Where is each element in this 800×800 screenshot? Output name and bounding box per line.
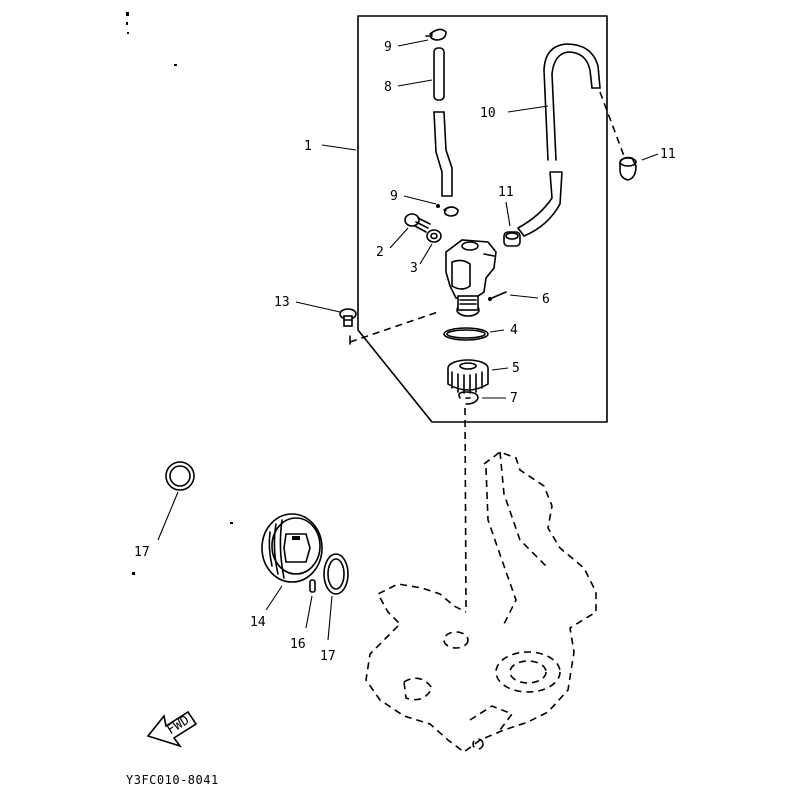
callout-16: 16 — [290, 637, 306, 652]
callout-11-right: 11 — [660, 147, 676, 162]
fuel-hose-short — [433, 47, 453, 197]
o-ring — [443, 327, 489, 341]
callout-8: 8 — [384, 80, 392, 95]
drive-pulley — [261, 513, 323, 583]
callout-17-left: 17 — [134, 545, 150, 560]
key-pin — [309, 579, 316, 593]
crankcase-cover — [365, 451, 597, 753]
callout-11-inner: 11 — [498, 185, 514, 200]
fuel-hose-long — [517, 43, 601, 237]
oil-seal-left — [165, 461, 195, 491]
hose-clip-lower — [436, 204, 459, 217]
oil-pump-body — [445, 239, 497, 317]
callout-6: 6 — [542, 292, 550, 307]
callout-9-top: 9 — [384, 40, 392, 55]
screw-bolt — [404, 213, 431, 233]
callout-1: 1 — [304, 139, 312, 154]
pump-drive-gear — [447, 359, 489, 394]
dowel-pin — [488, 291, 507, 301]
oil-seal-right — [323, 553, 349, 595]
circlip — [458, 391, 479, 405]
callout-5: 5 — [512, 361, 520, 376]
callout-2: 2 — [376, 245, 384, 260]
washer — [426, 229, 442, 243]
callout-10: 10 — [480, 106, 496, 121]
assembly-outline — [357, 15, 608, 423]
callout-13: 13 — [274, 295, 290, 310]
mounting-screw — [339, 308, 357, 327]
callout-3: 3 — [410, 261, 418, 276]
callout-7: 7 — [510, 391, 518, 406]
callout-14: 14 — [250, 615, 266, 630]
callout-4: 4 — [510, 323, 518, 338]
forward-arrow-icon: FWD — [146, 710, 198, 748]
scan-specks — [126, 12, 233, 575]
callout-17-right: 17 — [320, 649, 336, 664]
diagram-code: Y3FC010-8041 — [126, 773, 219, 787]
hose-cap-inner — [503, 231, 521, 247]
hose-cap-outer — [619, 156, 637, 181]
hose-clip-top — [425, 28, 447, 41]
callout-9-lower: 9 — [390, 189, 398, 204]
